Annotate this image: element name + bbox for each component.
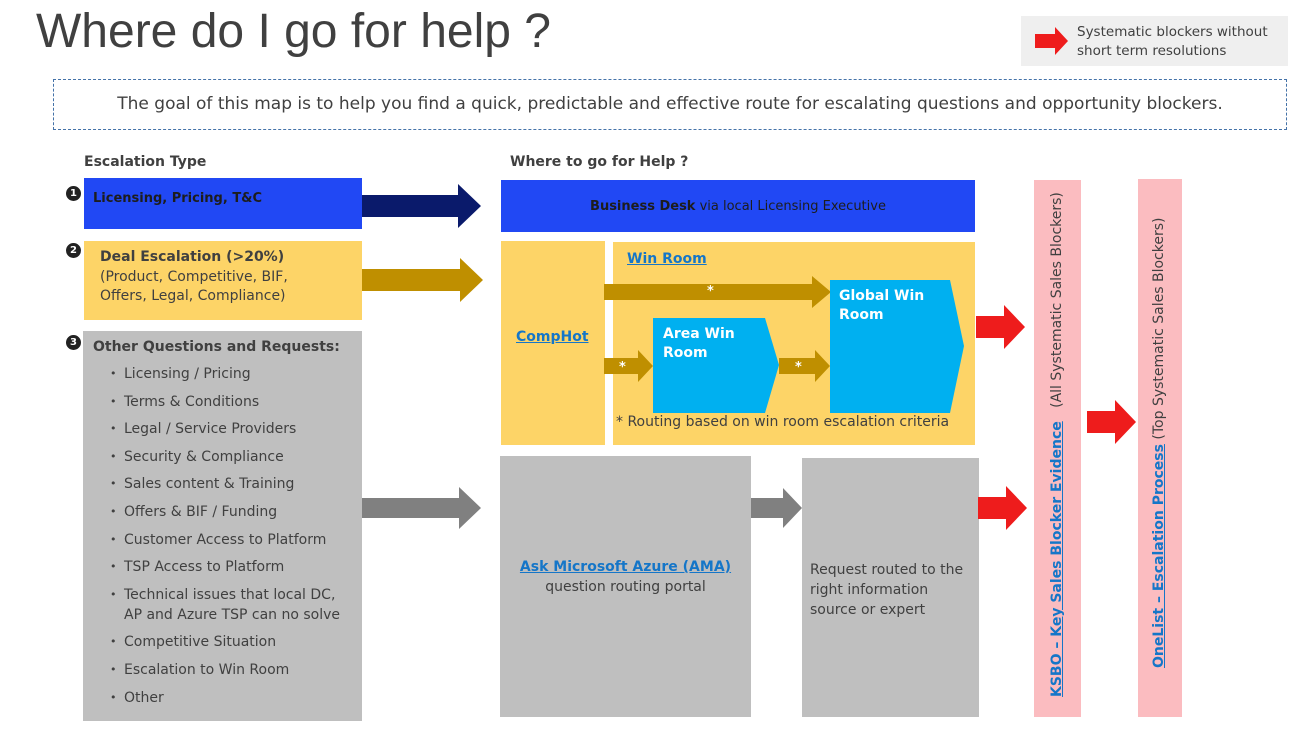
business-desk-detail: via local Licensing Executive bbox=[695, 199, 886, 214]
ksbo-box bbox=[1034, 180, 1081, 717]
business-desk-box: Business Desk via local Licensing Execut… bbox=[501, 180, 975, 232]
arrow-ama-to-request bbox=[751, 488, 802, 528]
deal-escalation-label: Deal Escalation (>20%) (Product, Competi… bbox=[100, 248, 300, 307]
number-badge-3: 3 bbox=[66, 335, 81, 350]
onelist-description: (Top Systematic Sales Blockers) bbox=[1151, 217, 1167, 440]
list-item: Customer Access to Platform bbox=[110, 530, 340, 550]
arrow-to-global-win-room bbox=[604, 276, 831, 308]
list-item: Other bbox=[110, 688, 340, 708]
list-item: Sales content & Training bbox=[110, 474, 340, 494]
onelist-label: OneList – Escalation Process (Top System… bbox=[1151, 218, 1167, 668]
area-win-room-label: Area Win Room bbox=[663, 326, 735, 361]
list-item: Technical issues that local DC, bbox=[110, 585, 340, 605]
ksbo-description: (All Systematic Sales Blockers) bbox=[1049, 192, 1065, 408]
list-item: Licensing / Pricing bbox=[110, 364, 340, 384]
goal-banner: The goal of this map is to help you find… bbox=[53, 79, 1287, 130]
page-title: Where do I go for help ? bbox=[36, 5, 551, 58]
arrow-licensing-to-business-desk bbox=[362, 184, 481, 228]
routing-note: * Routing based on win room escalation c… bbox=[616, 414, 950, 430]
comphot-link[interactable]: CompHot bbox=[516, 329, 589, 345]
licensing-escalation-box bbox=[84, 178, 362, 229]
red-arrow-icon bbox=[1087, 400, 1136, 444]
asterisk: * bbox=[707, 284, 714, 299]
onelist-box bbox=[1138, 179, 1182, 717]
ama-link[interactable]: Ask Microsoft Azure (AMA) bbox=[519, 559, 732, 575]
list-item: Terms & Conditions bbox=[110, 392, 340, 412]
number-badge-1: 1 bbox=[66, 186, 81, 201]
list-item: Escalation to Win Room bbox=[110, 660, 340, 680]
deal-escalation-detail: (Product, Competitive, BIF, Offers, Lega… bbox=[100, 268, 288, 305]
other-questions-title: Other Questions and Requests: bbox=[93, 339, 340, 355]
ama-subtitle: question routing portal bbox=[545, 579, 706, 595]
asterisk: * bbox=[795, 360, 802, 375]
arrow-area-to-global bbox=[779, 350, 830, 382]
comphot-box bbox=[501, 241, 605, 445]
deal-escalation-box bbox=[84, 241, 362, 320]
list-item-continuation: AP and Azure TSP can no solve bbox=[124, 606, 341, 623]
number-badge-2: 2 bbox=[66, 243, 81, 258]
win-room-link[interactable]: Win Room bbox=[627, 251, 707, 267]
list-item: Security & Compliance bbox=[110, 447, 340, 467]
goal-text: The goal of this map is to help you find… bbox=[117, 94, 1223, 114]
red-arrow-icon bbox=[1035, 27, 1068, 55]
request-routed-box bbox=[802, 458, 979, 717]
other-questions-list: Licensing / Pricing Terms & Conditions L… bbox=[110, 364, 340, 715]
request-routed-text: Request routed to the right information … bbox=[810, 562, 964, 618]
onelist-link[interactable]: OneList – Escalation Process bbox=[1151, 444, 1167, 668]
legend-text: Systematic blockers without short term r… bbox=[1077, 24, 1268, 59]
ksbo-link[interactable]: KSBO – Key Sales Blocker Evidence bbox=[1049, 421, 1065, 697]
list-item: Competitive Situation bbox=[110, 632, 340, 652]
deal-escalation-title: Deal Escalation (>20%) bbox=[100, 249, 285, 265]
list-item: Offers & BIF / Funding bbox=[110, 502, 340, 522]
ama-box bbox=[500, 456, 751, 717]
arrow-to-area-win-room bbox=[604, 350, 653, 382]
list-item: Legal / Service Providers bbox=[110, 419, 340, 439]
arrow-other-to-ama bbox=[362, 487, 481, 529]
ksbo-label: KSBO – Key Sales Blocker Evidence (All S… bbox=[1049, 192, 1065, 697]
asterisk: * bbox=[619, 360, 626, 375]
global-win-room-shape bbox=[830, 280, 964, 413]
area-win-room-shape bbox=[653, 318, 779, 413]
arrow-deal-to-comphot bbox=[362, 258, 483, 302]
list-item: TSP Access to Platform bbox=[110, 557, 340, 577]
global-win-room-label: Global Win Room bbox=[839, 288, 925, 323]
escalation-type-header: Escalation Type bbox=[84, 154, 207, 170]
red-arrow-icon bbox=[976, 305, 1025, 349]
licensing-escalation-label: Licensing, Pricing, T&C bbox=[93, 191, 263, 206]
where-to-go-header: Where to go for Help ? bbox=[510, 154, 689, 170]
red-arrow-icon bbox=[978, 486, 1027, 530]
business-desk-label: Business Desk via local Licensing Execut… bbox=[501, 199, 975, 214]
business-desk-title: Business Desk bbox=[590, 199, 696, 214]
